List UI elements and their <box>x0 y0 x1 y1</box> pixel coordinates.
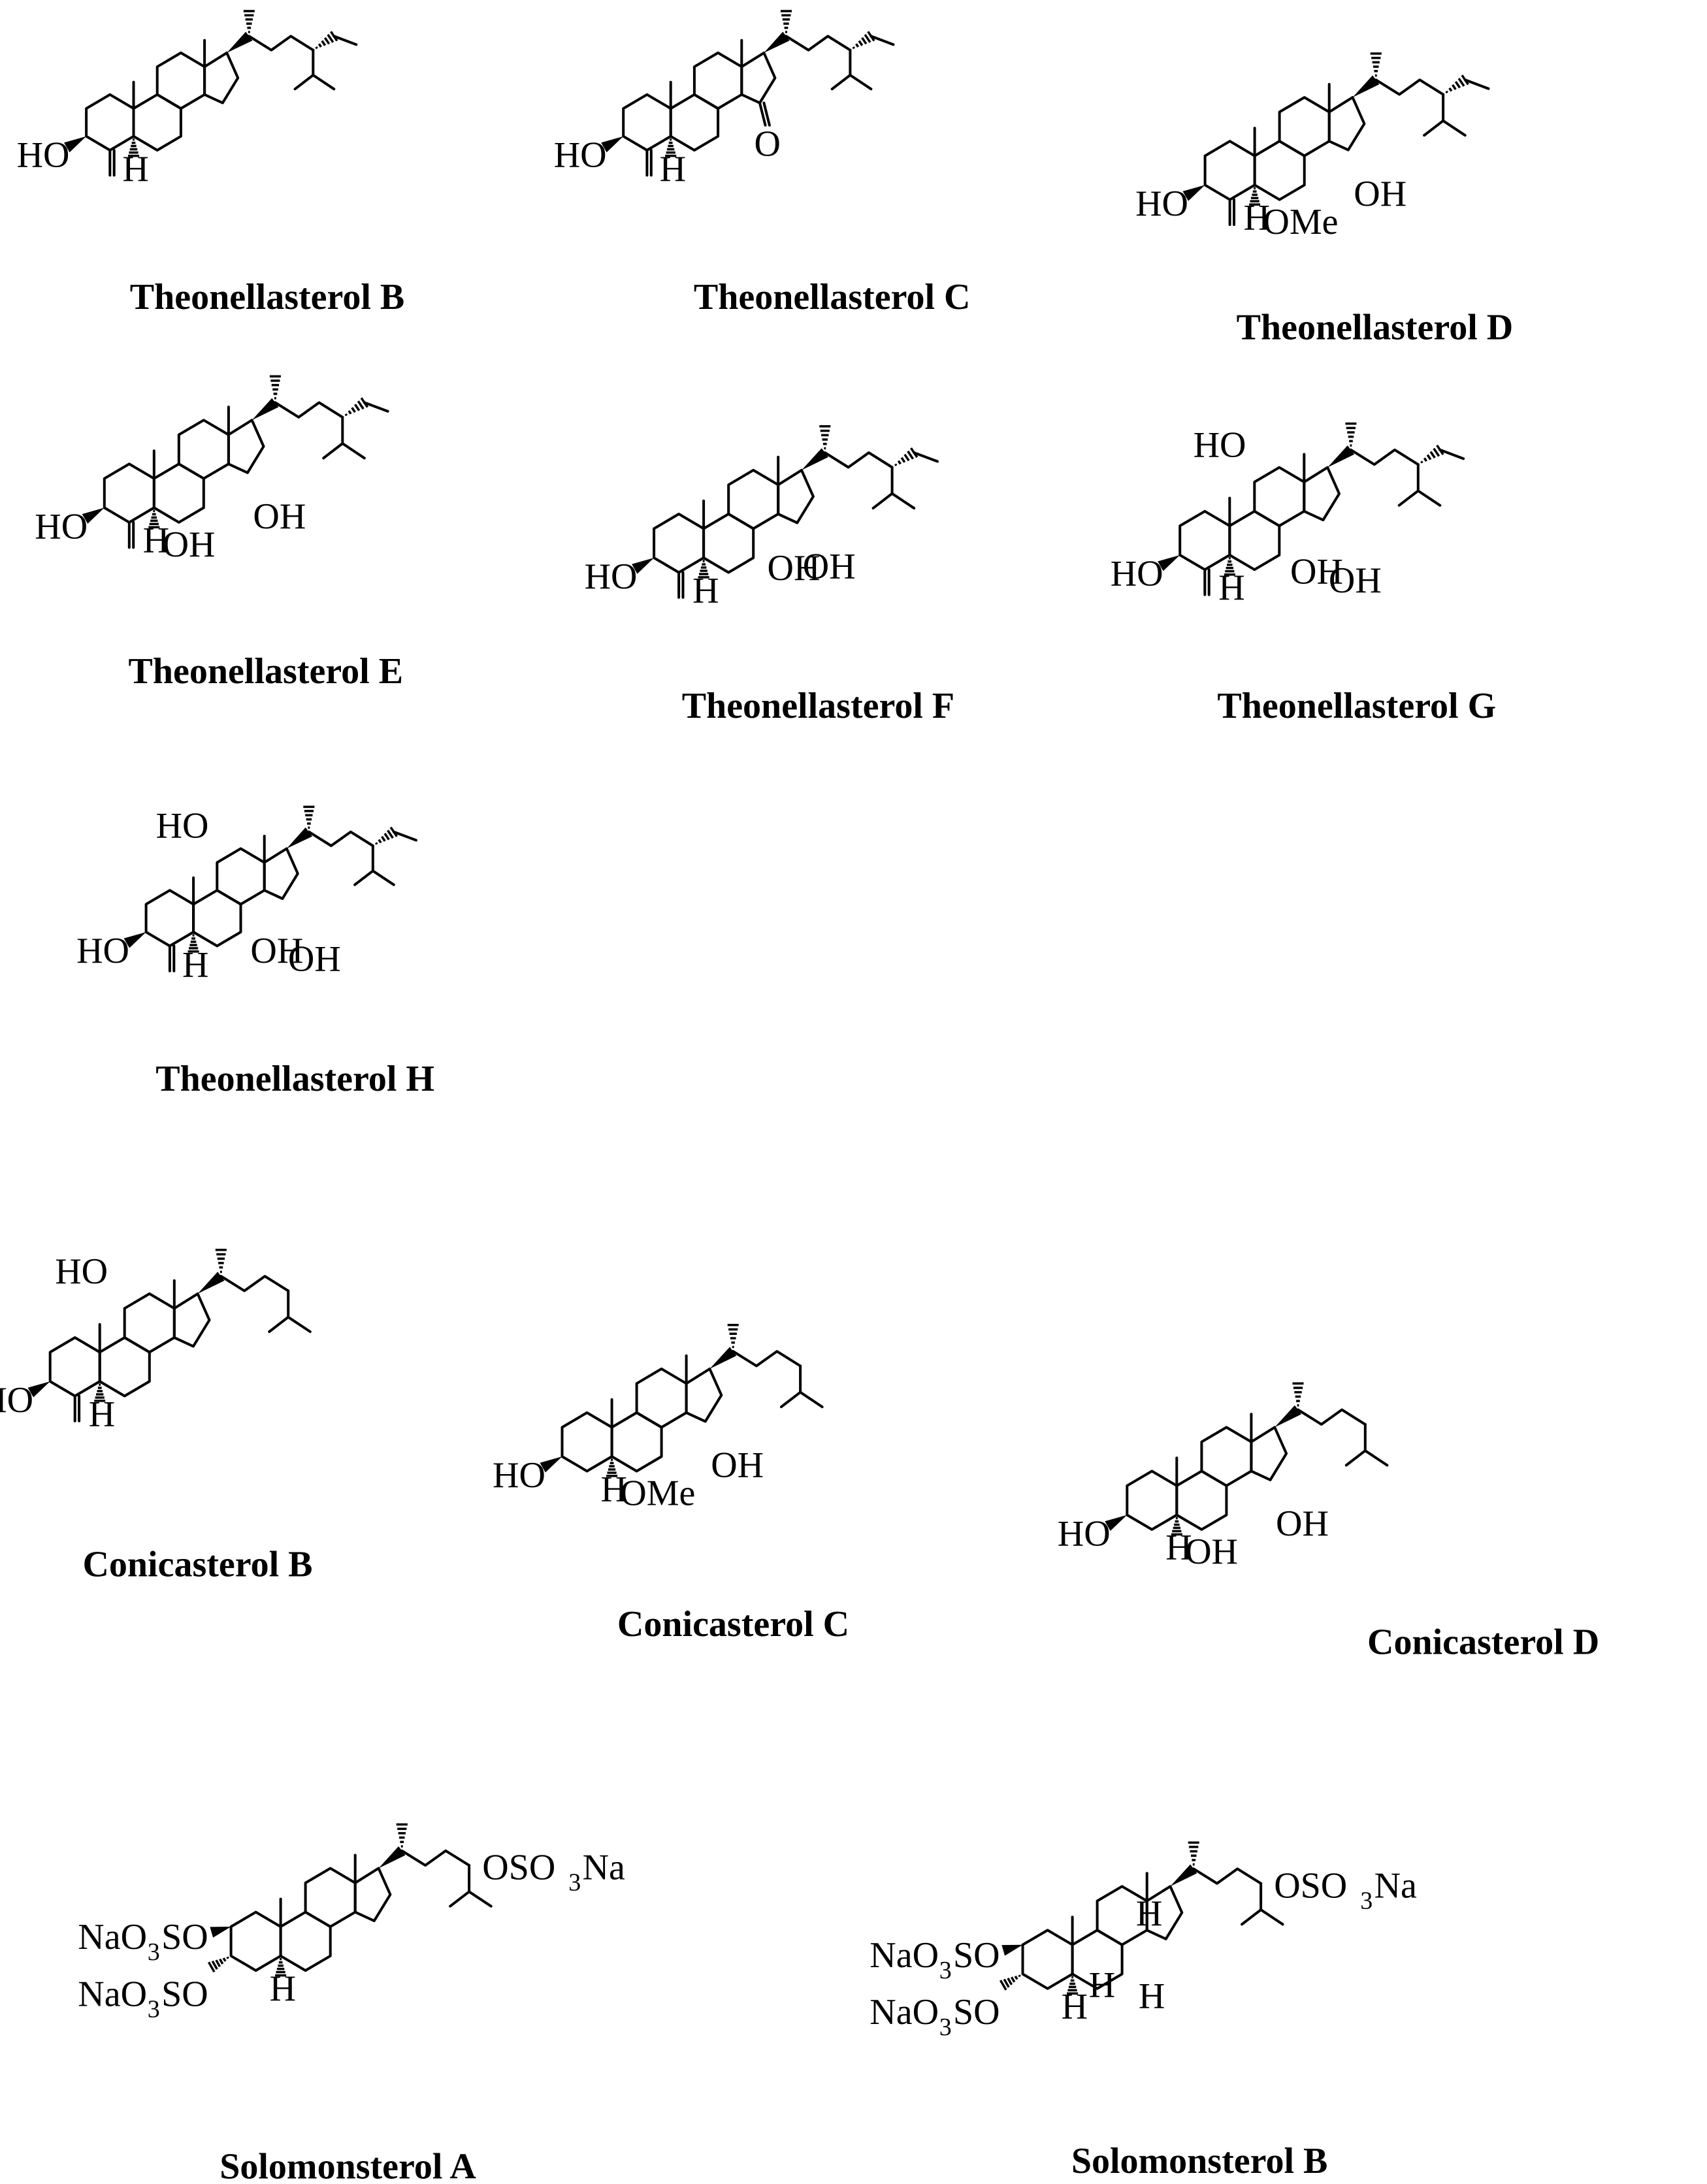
sulfate-label: OSO <box>482 1848 555 1888</box>
hydrogen-label: H <box>1139 1976 1165 2017</box>
compound-name: Solomonsterol B <box>1071 2141 1328 2181</box>
subscript-label: 3 <box>148 1996 160 2023</box>
hydrogen-label: H <box>692 570 719 611</box>
sulfate-label: Na <box>583 1848 625 1888</box>
sulfate-label: SO <box>953 1935 1000 1976</box>
hydrogen-label: H <box>1089 1965 1115 2006</box>
compound-structure: HO H HO Conicasterol B <box>0 1249 313 1584</box>
hydrogen-label: H <box>1165 1528 1192 1568</box>
hydroxyl-label: OH <box>1276 1503 1329 1544</box>
hydroxyl-label: OH <box>711 1445 764 1486</box>
hydroxyl-label: HO <box>554 135 607 176</box>
sulfate-label: SO <box>161 1974 208 2015</box>
compound-name: Theonellasterol B <box>130 277 405 317</box>
hydroxyl-label: OH <box>1185 1532 1238 1572</box>
compound-name: Theonellasterol G <box>1217 686 1496 726</box>
carbonyl-label: O <box>755 124 781 165</box>
hydroxyl-label: HO <box>0 1380 33 1421</box>
hydroxyl-label: HO <box>1058 1513 1111 1554</box>
hydroxyl-label: HO <box>35 506 88 547</box>
sulfate-label: NaO <box>78 1974 147 2015</box>
hydroxyl-label: HO <box>493 1455 545 1496</box>
hydroxyl-label: HO <box>1135 184 1188 224</box>
compound-name: Theonellasterol F <box>682 686 954 726</box>
compound-structure: HO H Theonellasterol B <box>17 10 405 317</box>
hydrogen-label: H <box>182 944 208 985</box>
compound-name: Conicasterol D <box>1367 1622 1599 1663</box>
hydroxyl-label: HO <box>585 556 638 597</box>
subscript-label: 3 <box>939 2014 952 2041</box>
subscript-label: 3 <box>148 1938 160 1966</box>
hydrogen-label: H <box>89 1394 115 1434</box>
hydrogen-label: H <box>660 149 686 189</box>
compound-name: Solomonsterol A <box>219 2147 476 2184</box>
hydroxyl-label: OH <box>288 939 341 980</box>
methoxy-label: OMe <box>620 1473 695 1514</box>
compound-name: Theonellasterol C <box>694 277 971 317</box>
subscript-label: 3 <box>568 1869 581 1897</box>
compound-name: Conicasterol C <box>617 1604 849 1645</box>
hydroxyl-label: OH <box>253 496 306 537</box>
sulfate-label: NaO <box>870 1935 939 1976</box>
subscript-label: 3 <box>1360 1887 1373 1914</box>
sulfate-label: SO <box>953 1992 1000 2032</box>
hydroxyl-label: OH <box>1329 560 1382 601</box>
compound-name: Theonellasterol D <box>1237 308 1514 348</box>
hydroxyl-label: OH <box>1354 174 1406 214</box>
sulfate-label: NaO <box>870 1992 939 2032</box>
hydrogen-label: H <box>270 1968 296 2009</box>
hydroxyl-label: OH <box>163 524 216 565</box>
hydroxyl-label: HO <box>156 805 209 846</box>
hydrogen-label: H <box>122 149 148 189</box>
hydroxyl-label: OH <box>803 547 856 587</box>
hydroxyl-label: HO <box>76 931 129 971</box>
sulfate-label: NaO <box>78 1917 147 1957</box>
hydroxyl-label: OH <box>768 548 821 588</box>
sulfate-label: Na <box>1374 1865 1417 1906</box>
sulfate-label: SO <box>161 1917 208 1957</box>
subscript-label: 3 <box>939 1957 952 1984</box>
hydroxyl-label: HO <box>1111 554 1163 594</box>
hydrogen-label: H <box>1244 197 1270 238</box>
compound-name: Theonellasterol H <box>155 1059 434 1099</box>
hydroxyl-label: HO <box>1194 425 1246 466</box>
hydroxyl-label: OH <box>250 931 303 971</box>
hydrogen-label: H <box>1218 568 1244 608</box>
hydrogen-label: H <box>1136 1893 1162 1934</box>
compound-name: Theonellasterol E <box>129 651 404 692</box>
hydroxyl-label: OH <box>1290 552 1343 592</box>
methoxy-label: OMe <box>1263 202 1338 242</box>
sulfate-label: OSO <box>1274 1865 1347 1906</box>
hydroxyl-label: HO <box>55 1251 108 1292</box>
hydrogen-label: H <box>601 1469 627 1509</box>
hydrogen-label: H <box>1062 1987 1088 2027</box>
compound-name: Conicasterol B <box>82 1544 312 1584</box>
hydroxyl-label: HO <box>17 135 70 176</box>
hydrogen-label: H <box>143 521 169 561</box>
